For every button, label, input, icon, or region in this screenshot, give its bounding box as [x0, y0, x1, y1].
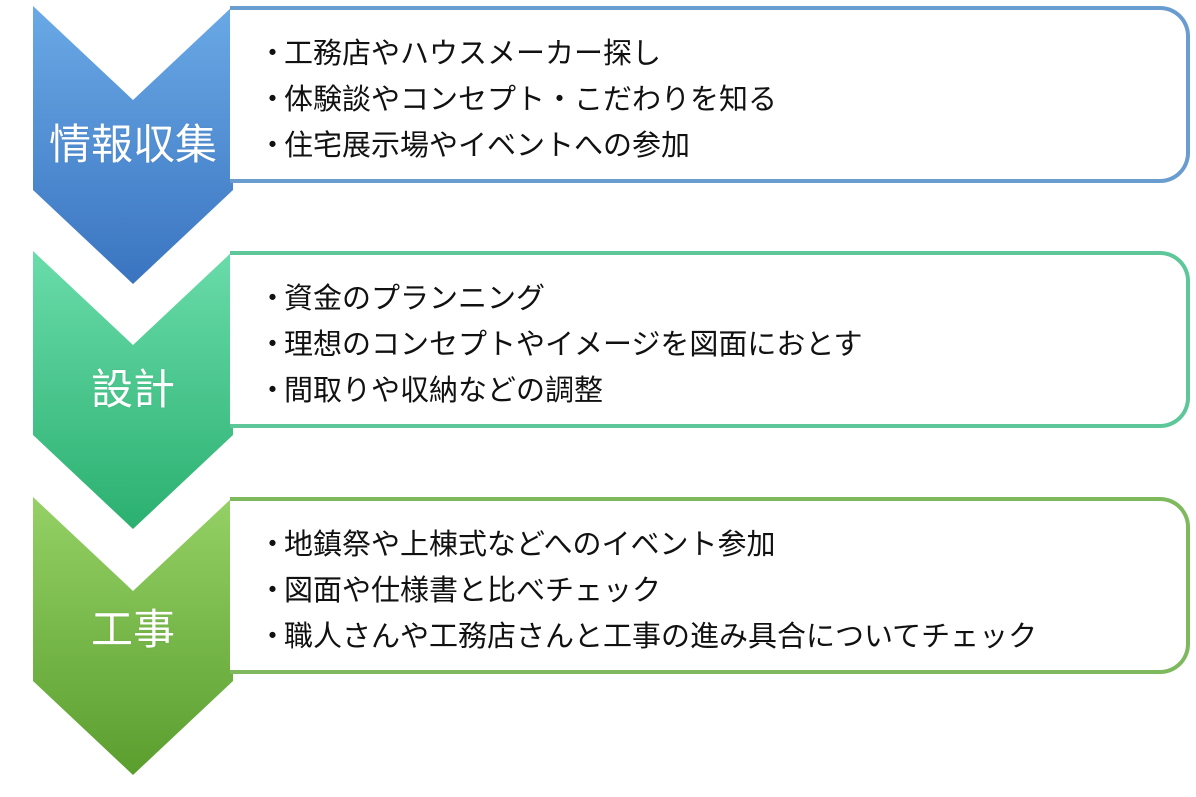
chevron-arrow-3 [33, 497, 233, 775]
step-card: ・地鎮祭や上棟式などへのイベント参加 ・図面や仕様書と比べチェック ・職人さんや… [230, 497, 1190, 674]
list-item: ・資金のプランニング [258, 281, 546, 315]
step-design: 設計 ・資金のプランニング ・理想のコンセプトやイメージを図面におとす ・間取り… [0, 251, 1196, 551]
list-item: ・職人さんや工務店さんと工事の進み具合についてチェック [258, 619, 1038, 653]
step-label: 設計 [90, 365, 175, 414]
step-item-list: ・地鎮祭や上棟式などへのイベント参加 ・図面や仕様書と比べチェック ・職人さんや… [258, 521, 1037, 659]
list-item: ・住宅展示場やイベントへの参加 [258, 128, 691, 162]
list-item: ・体験談やコンセプト・こだわりを知る [258, 82, 778, 116]
step-label: 工事 [90, 605, 175, 654]
list-item: ・間取りや収納などの調整 [258, 373, 604, 407]
list-item: ・地鎮祭や上棟式などへのイベント参加 [258, 527, 776, 561]
step-label: 情報収集 [48, 120, 217, 169]
step-card: ・工務店やハウスメーカー探し ・体験談やコンセプト・こだわりを知る ・住宅展示場… [230, 6, 1190, 183]
step-construction: 工事 ・地鎮祭や上棟式などへのイベント参加 ・図面や仕様書と比べチェック ・職人… [0, 497, 1196, 797]
chevron-arrow-1 [33, 6, 233, 284]
chevron-arrow-2 [33, 251, 233, 529]
step-card: ・資金のプランニング ・理想のコンセプトやイメージを図面におとす ・間取りや収納… [230, 251, 1190, 428]
step-item-list: ・工務店やハウスメーカー探し ・体験談やコンセプト・こだわりを知る ・住宅展示場… [258, 30, 777, 168]
list-item: ・工務店やハウスメーカー探し [258, 36, 662, 70]
step-item-list: ・資金のプランニング ・理想のコンセプトやイメージを図面におとす ・間取りや収納… [258, 275, 863, 413]
step-info-gathering: 情報収集 ・工務店やハウスメーカー探し ・体験談やコンセプト・こだわりを知る ・… [0, 6, 1196, 306]
list-item: ・図面や仕様書と比べチェック [258, 573, 662, 607]
list-item: ・理想のコンセプトやイメージを図面におとす [258, 327, 863, 361]
